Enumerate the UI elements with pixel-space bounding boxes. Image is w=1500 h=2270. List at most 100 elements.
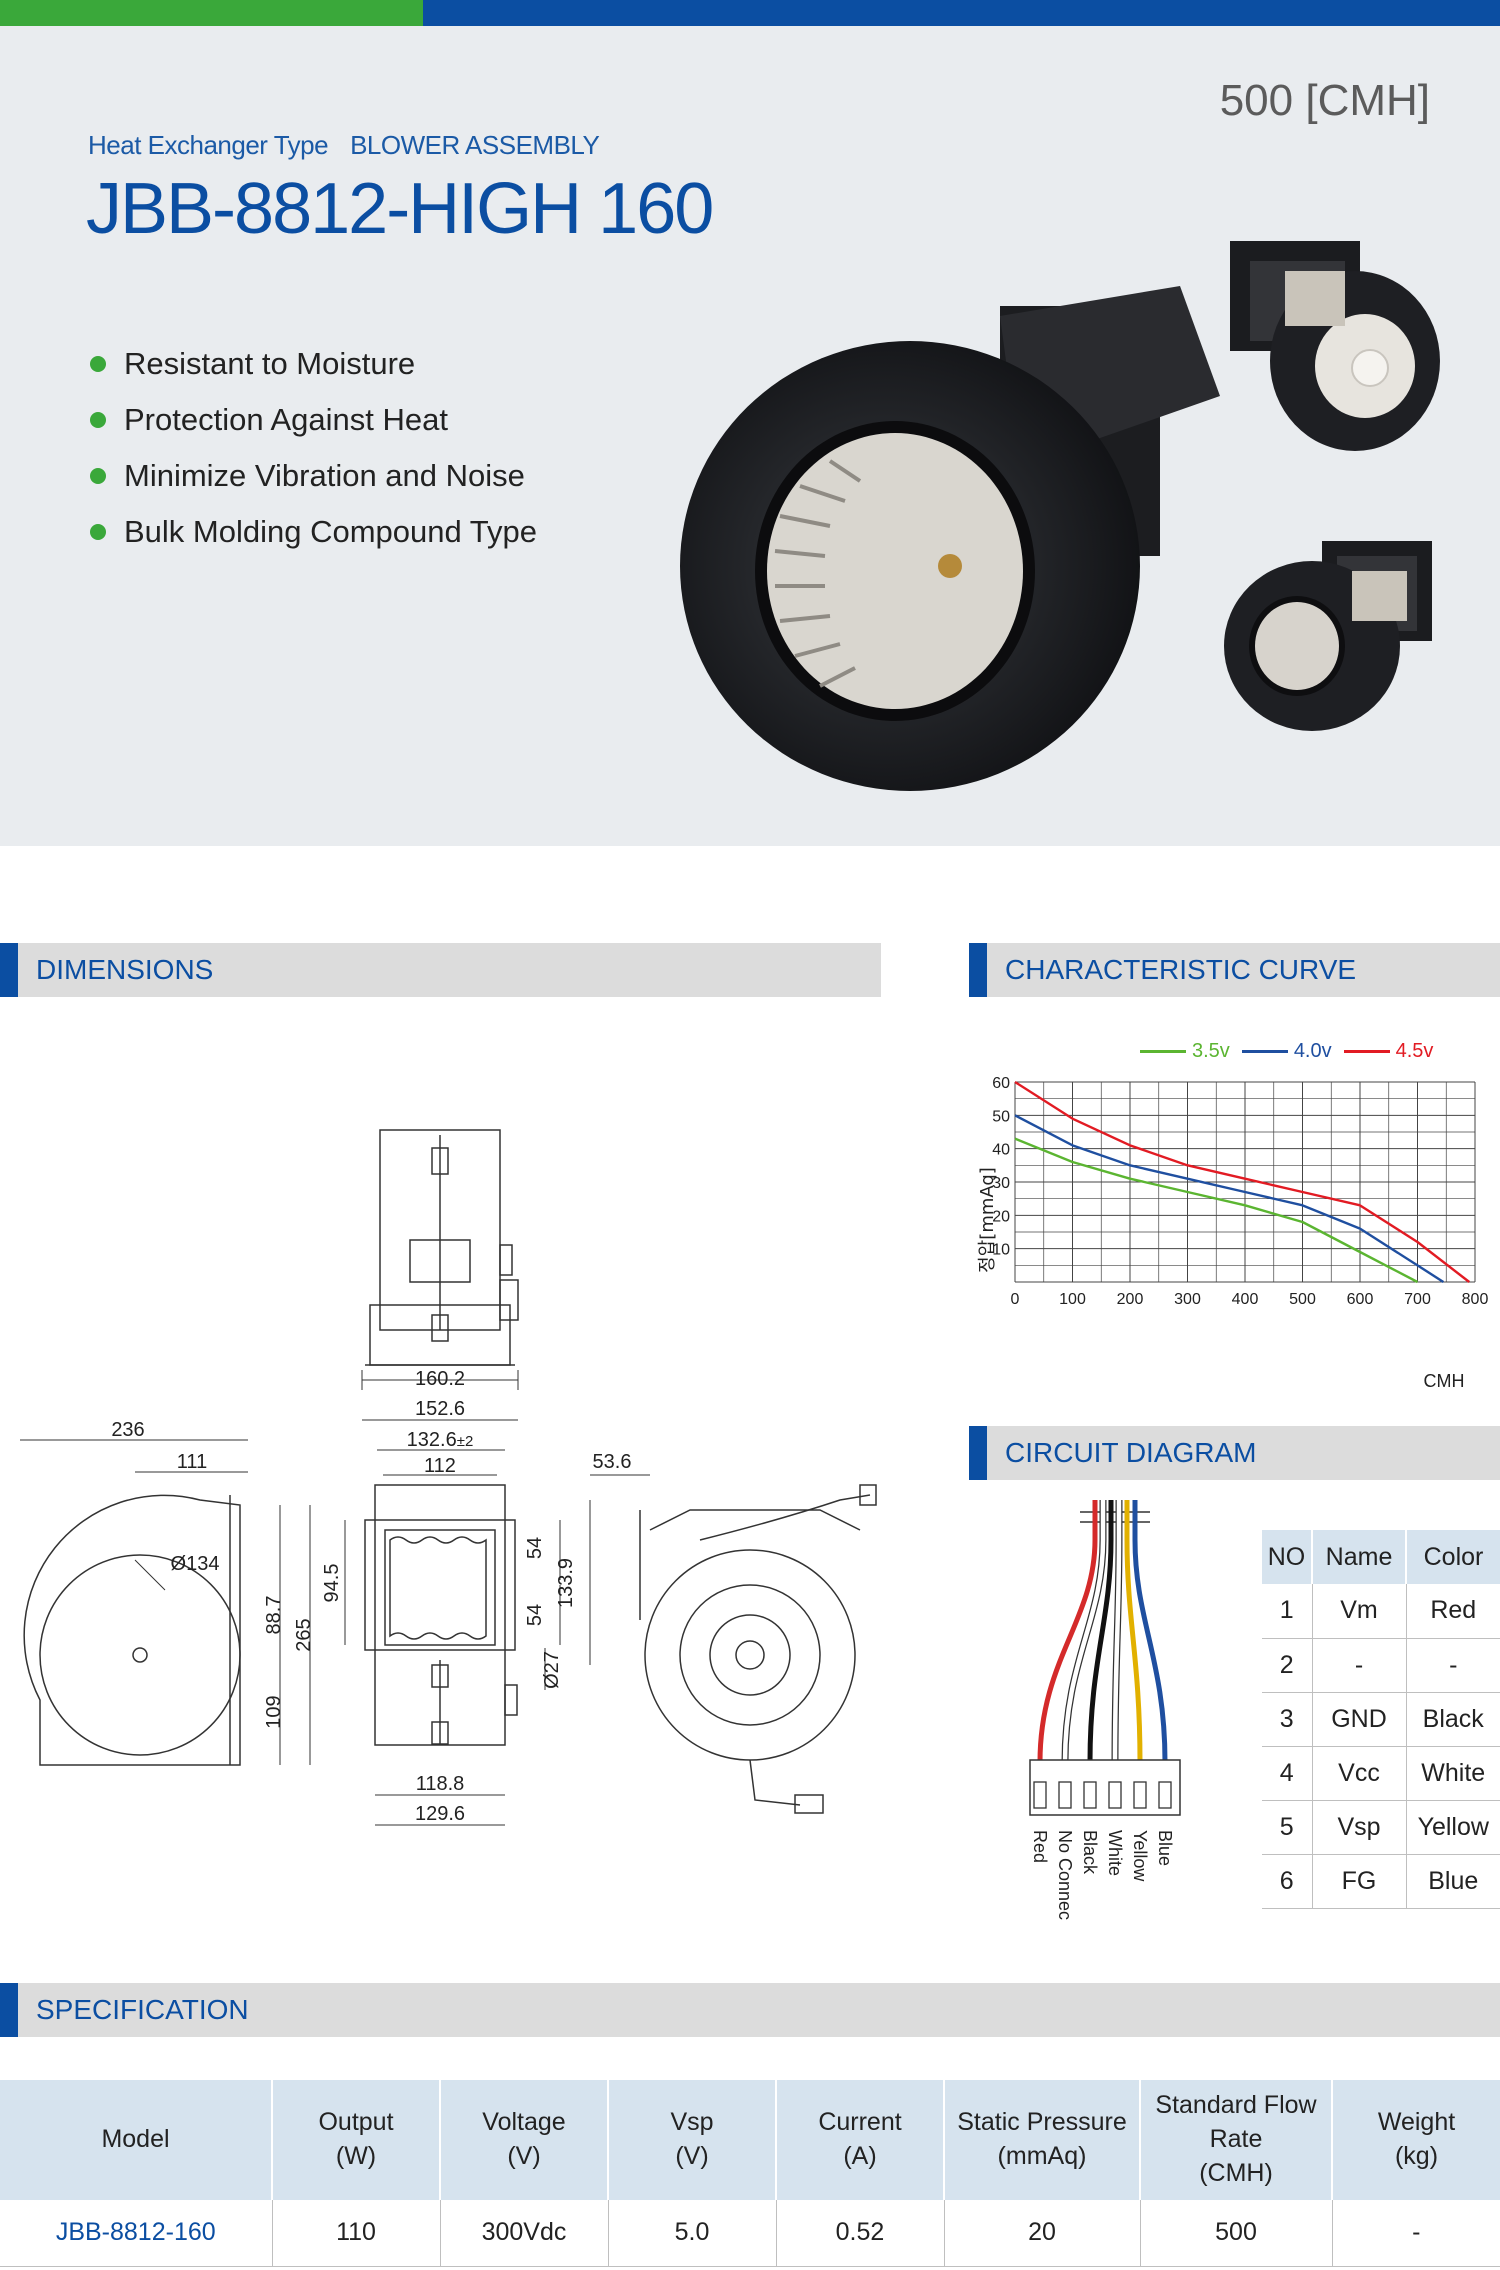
bullet-dot-icon — [90, 356, 106, 372]
feature-list: Resistant to Moisture Protection Against… — [90, 336, 537, 560]
cell: - — [1312, 1638, 1407, 1693]
connector-pin — [1033, 1781, 1047, 1809]
bullet-dot-icon — [90, 524, 106, 540]
cell: Blue — [1406, 1854, 1500, 1909]
feature-text: Bulk Molding Compound Type — [124, 514, 538, 549]
product-title: JBB-8812-HIGH 160 — [86, 169, 714, 249]
legend-label: 4.5v — [1395, 1040, 1434, 1062]
cell: Red — [1406, 1584, 1500, 1639]
x-tick-label: 600 — [1347, 1291, 1374, 1308]
dim-54a: 54 — [524, 1537, 546, 1559]
feature-text: Protection Against Heat — [124, 402, 448, 437]
bullet-dot-icon — [90, 468, 106, 484]
feature-text: Resistant to Moisture — [124, 346, 416, 381]
series-line — [1014, 1137, 1419, 1284]
y-tick-label: 20 — [992, 1208, 1010, 1225]
x-tick-label: 200 — [1117, 1291, 1144, 1308]
dim-129-6: 129.6 — [415, 1803, 465, 1825]
series-line — [1014, 1080, 1470, 1283]
y-tick-label: 10 — [992, 1242, 1010, 1259]
cell: - — [1406, 1638, 1500, 1693]
bullet-dot-icon — [90, 412, 106, 428]
col-header: Model — [0, 2080, 273, 2200]
y-tick-label: 30 — [992, 1175, 1010, 1192]
chart-grid — [1014, 1081, 1476, 1283]
legend-label: 3.5v — [1192, 1040, 1230, 1062]
feature-item: Minimize Vibration and Noise — [90, 448, 537, 504]
col-header: Current(A) — [776, 2080, 945, 2200]
cell: White — [1406, 1746, 1500, 1801]
connector-pin — [1083, 1781, 1097, 1809]
feature-text: Minimize Vibration and Noise — [124, 458, 525, 493]
legend-item: 4.0v — [1241, 1040, 1332, 1063]
wire-label: No Connection — [1055, 1830, 1075, 1920]
cell: FG — [1312, 1854, 1407, 1909]
connector-pin — [1058, 1781, 1072, 1809]
cell: 5.0 — [608, 2200, 777, 2267]
connector-pins — [1033, 1781, 1172, 1809]
connector-pin — [1108, 1781, 1122, 1809]
section-title: CIRCUIT DIAGRAM — [1005, 1437, 1257, 1468]
cell: 0.52 — [776, 2200, 945, 2267]
section-header-curve: CHARACTERISTIC CURVE — [969, 943, 1500, 997]
dim-109: 109 — [263, 1695, 285, 1728]
cell: 1 — [1262, 1584, 1313, 1639]
assembly-label: BLOWER ASSEMBLY — [350, 130, 600, 160]
col-header: Vsp(V) — [608, 2080, 777, 2200]
legend-swatch — [1343, 1050, 1390, 1053]
blower-photo-main — [680, 286, 1220, 791]
pin-table-header: NO Name Color — [1262, 1530, 1500, 1584]
dim-132-6: 132.6±2 — [407, 1429, 474, 1451]
legend-item: 4.5v — [1343, 1040, 1434, 1063]
y-axis-label: 정압[mmAq] — [977, 1167, 998, 1273]
dim-top-width: 160.2 — [415, 1368, 465, 1390]
dim-236: 236 — [111, 1419, 144, 1441]
dimension-drawing: 160.2 152.6 132.6±2 112 236 111 Ø134 88.… — [20, 1129, 877, 1826]
wire — [1132, 1500, 1168, 1763]
x-axis-label: CMH — [1424, 1371, 1465, 1391]
series-line — [1014, 1114, 1445, 1284]
legend-item: 3.5v — [1140, 1040, 1230, 1063]
section-title: DIMENSIONS — [36, 954, 214, 985]
dim-54b: 54 — [524, 1604, 546, 1626]
section-header-specification: SPECIFICATION — [0, 1983, 1500, 2037]
wire-label: Yellow — [1130, 1830, 1150, 1882]
col-header: Weight(kg) — [1332, 2080, 1500, 2200]
x-tick-label: 100 — [1059, 1291, 1086, 1308]
wire — [1112, 1500, 1122, 1763]
feature-item: Resistant to Moisture — [90, 336, 537, 392]
connector-icon — [1029, 1759, 1181, 1816]
dim-265: 265 — [293, 1618, 315, 1651]
col-header: Static Pressure(mmAq) — [944, 2080, 1141, 2200]
x-tick-label: 800 — [1462, 1291, 1489, 1308]
cell: Vcc — [1312, 1746, 1407, 1801]
y-tick-label: 40 — [992, 1142, 1010, 1159]
connector-pin — [1158, 1781, 1172, 1809]
wire — [1124, 1500, 1143, 1763]
legend-label: 4.0v — [1293, 1040, 1332, 1062]
dim-112: 112 — [424, 1455, 456, 1477]
dim-53-6: 53.6 — [593, 1451, 632, 1473]
connector-pin — [1133, 1781, 1147, 1809]
x-tick-label: 0 — [1011, 1291, 1020, 1308]
cell: 20 — [944, 2200, 1141, 2267]
chart-lines — [1014, 1080, 1470, 1284]
blower-photo-small-bottom — [1224, 541, 1432, 731]
y-tick-label: 50 — [992, 1108, 1010, 1125]
cell: 500 — [1140, 2200, 1333, 2267]
wire-label: Red — [1030, 1830, 1050, 1863]
wire — [1062, 1500, 1106, 1763]
dim-152-6: 152.6 — [415, 1398, 465, 1420]
cell: 3 — [1262, 1692, 1313, 1747]
section-title: SPECIFICATION — [36, 1994, 249, 2025]
dim-diameter-134: Ø134 — [171, 1553, 220, 1575]
cell: 300Vdc — [440, 2200, 609, 2267]
